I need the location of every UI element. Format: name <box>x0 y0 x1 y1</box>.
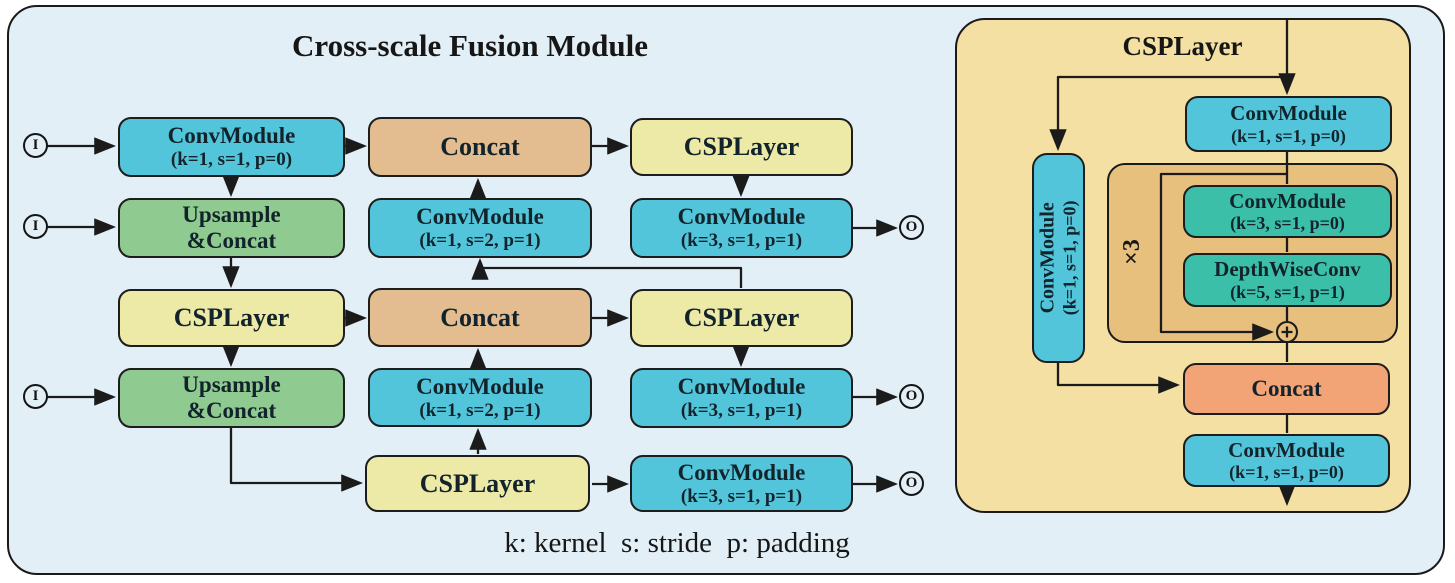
output-label: O <box>905 219 918 235</box>
output-label: O <box>905 388 918 404</box>
node-label: ConvModule <box>416 373 544 399</box>
node-label: Concat <box>440 132 520 162</box>
node-label: Concat <box>440 302 520 332</box>
node-upsample-concat-r2: Upsample &Concat <box>118 198 345 258</box>
node-csplayer-r5: CSPLayer <box>365 455 590 512</box>
csp-layer-title: CSPLayer <box>1122 31 1243 61</box>
node-label: &Concat <box>186 398 277 423</box>
input-marker-3: I <box>23 384 48 409</box>
node-params: (k=1, s=1, p=0) <box>170 149 293 171</box>
repeat-x3-label: ×3 <box>1118 239 1145 265</box>
output-marker-1: O <box>899 215 924 240</box>
node-convmodule-r5-right: ConvModule (k=3, s=1, p=1) <box>630 455 853 512</box>
node-params: (k=1, s=2, p=1) <box>419 399 541 421</box>
node-params: (k=3, s=1, p=1) <box>680 400 803 422</box>
node-convmodule-r4-right: ConvModule (k=3, s=1, p=1) <box>630 368 853 428</box>
node-label: ConvModule <box>167 123 296 149</box>
legend-text: k: kernel s: stride p: padding <box>504 527 850 559</box>
node-csp-conv-vertical: ConvModule (k=1, s=1, p=0) <box>1032 153 1085 363</box>
node-csp-conv-inner: ConvModule (k=3, s=1, p=0) <box>1183 185 1392 238</box>
node-params: (k=1, s=1, p=0) <box>1231 125 1346 146</box>
node-params: (k=1, s=2, p=1) <box>419 230 541 252</box>
node-label: Concat <box>1251 376 1322 402</box>
node-label: CSPLayer <box>683 132 800 162</box>
node-label: CSPLayer <box>173 303 290 333</box>
input-marker-2: I <box>23 214 48 239</box>
input-label: I <box>32 388 39 404</box>
output-marker-3: O <box>899 471 924 496</box>
node-params: (k=1, s=1, p=0) <box>1059 200 1080 316</box>
node-concat-r3: Concat <box>368 288 592 347</box>
node-label: ConvModule <box>677 204 806 230</box>
node-upsample-concat-r4: Upsample &Concat <box>118 368 345 428</box>
node-params: (k=3, s=1, p=1) <box>680 230 803 252</box>
input-marker-1: I <box>23 133 48 158</box>
input-label: I <box>32 218 39 234</box>
node-params: (k=1, s=1, p=0) <box>1229 462 1344 483</box>
node-convmodule-r2-mid: ConvModule (k=1, s=2, p=1) <box>368 198 592 258</box>
node-label: Upsample <box>182 372 281 398</box>
node-label: DepthWiseConv <box>1214 257 1361 282</box>
node-csp-concat: Concat <box>1183 363 1390 415</box>
output-marker-2: O <box>899 384 924 409</box>
node-params: (k=3, s=1, p=0) <box>1230 213 1345 234</box>
node-label: CSPLayer <box>683 303 800 333</box>
fusion-module-title: Cross-scale Fusion Module <box>292 28 648 63</box>
node-label: ConvModule <box>677 459 806 485</box>
node-concat-r1: Concat <box>368 117 592 177</box>
node-convmodule-r4-mid: ConvModule (k=1, s=2, p=1) <box>368 368 592 427</box>
node-csp-dwconv: DepthWiseConv (k=5, s=1, p=1) <box>1183 253 1392 307</box>
output-label: O <box>905 475 918 491</box>
node-label: ConvModule <box>1230 101 1347 126</box>
node-label: &Concat <box>186 228 277 253</box>
node-csplayer-r3-right: CSPLayer <box>630 289 853 347</box>
node-label: ConvModule <box>677 374 806 400</box>
node-label: ConvModule <box>416 204 544 230</box>
node-params: (k=5, s=1, p=1) <box>1230 281 1345 302</box>
node-convmodule-r1: ConvModule (k=1, s=1, p=0) <box>118 117 345 177</box>
node-csplayer-r3-left: CSPLayer <box>118 289 345 347</box>
node-csp-conv-top: ConvModule (k=1, s=1, p=0) <box>1185 96 1392 152</box>
node-label: Upsample <box>182 202 281 228</box>
node-csp-conv-bottom: ConvModule (k=1, s=1, p=0) <box>1183 434 1390 487</box>
node-convmodule-r2-right: ConvModule (k=3, s=1, p=1) <box>630 198 853 258</box>
node-label: ConvModule <box>1228 437 1345 462</box>
node-csplayer-r1: CSPLayer <box>630 118 853 176</box>
node-params: (k=3, s=1, p=1) <box>680 485 803 507</box>
node-label: ConvModule <box>1229 188 1346 213</box>
input-label: I <box>32 137 39 153</box>
node-label: CSPLayer <box>419 468 536 498</box>
node-label: ConvModule <box>1036 202 1059 314</box>
